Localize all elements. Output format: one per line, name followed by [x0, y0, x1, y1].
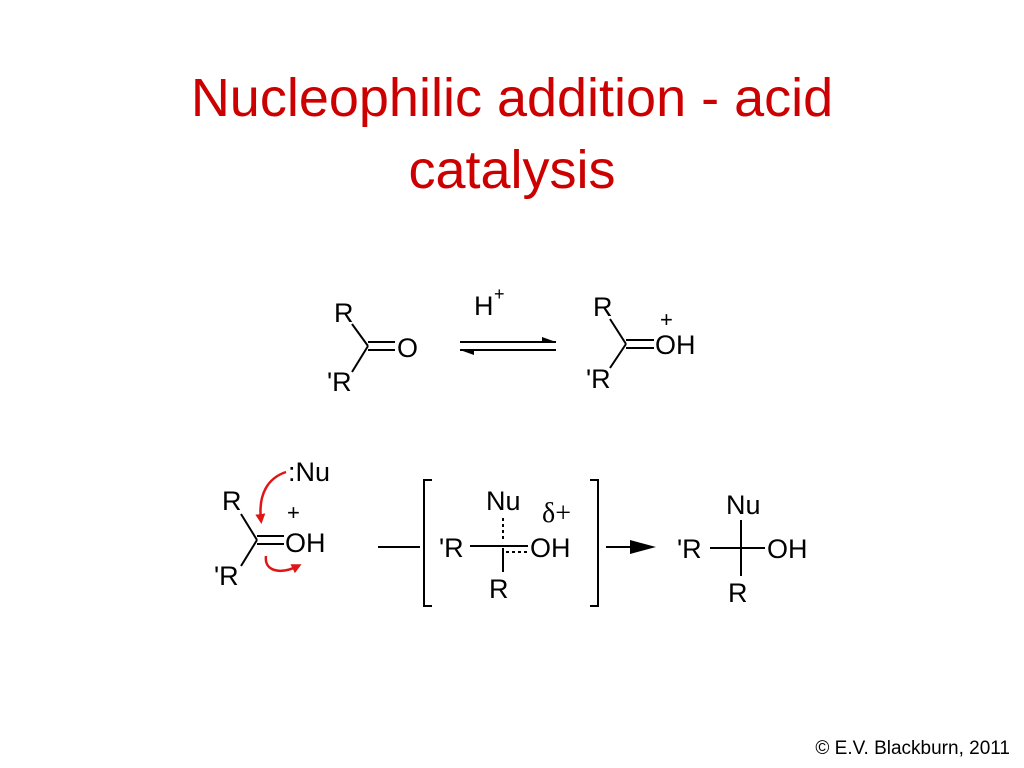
transition-state-bracket: Nu δ+ 'R OH R — [423, 479, 599, 607]
bond-r-prime-c — [609, 343, 627, 369]
bond-r-prime-c — [351, 345, 369, 373]
arrow-head — [630, 540, 656, 554]
oxonium-charge: + — [287, 500, 300, 525]
atom-hydroxyl: OH — [655, 330, 696, 360]
equilibrium-arrows: H + — [460, 284, 556, 355]
nucleophile-label: :Nu — [288, 457, 330, 487]
partial-positive-charge: δ+ — [542, 498, 571, 529]
forward-arrow-head — [542, 337, 556, 342]
curly-arrow-attack — [255, 470, 287, 524]
ketone-structure: R 'R O — [327, 298, 418, 397]
atom-r-top: R — [593, 292, 613, 322]
product-r-prime: 'R — [677, 534, 702, 564]
bond-r-prime-c — [240, 539, 258, 567]
nucleophile-attack-structure: :Nu R + OH 'R — [214, 457, 330, 591]
bond-r-c — [609, 318, 627, 345]
atom-oxygen: O — [397, 333, 418, 363]
product-hydroxyl: OH — [767, 534, 808, 564]
product-r-bottom: R — [728, 578, 748, 608]
atom-r-top: R — [222, 486, 242, 516]
forward-reaction-arrow — [606, 540, 656, 554]
title-line-1: Nucleophilic addition - acid — [190, 68, 834, 128]
right-bracket — [590, 479, 599, 607]
bond-r-c — [351, 323, 369, 347]
proton-label: H — [474, 291, 494, 321]
ts-r-bottom: R — [489, 574, 509, 604]
reverse-arrow-head — [460, 350, 474, 355]
atom-hydroxyl: OH — [285, 528, 326, 558]
ts-r-prime: 'R — [439, 533, 464, 563]
atom-r-prime: 'R — [214, 561, 239, 591]
atom-r-prime: 'R — [586, 364, 611, 394]
slide-title: Nucleophilic addition - acid catalysis — [0, 62, 1024, 206]
oxonium-charge: + — [660, 307, 673, 332]
protonated-ketone-structure: R 'R + OH — [586, 292, 696, 394]
product-nucleophile: Nu — [726, 490, 761, 520]
atom-r-top: R — [334, 298, 354, 328]
title-line-2: catalysis — [408, 140, 616, 200]
bond-r-c — [240, 513, 258, 541]
addition-product-structure: Nu 'R OH R — [677, 490, 808, 608]
ts-hydroxyl: OH — [530, 533, 571, 563]
atom-r-prime: 'R — [327, 367, 352, 397]
ts-nucleophile: Nu — [486, 486, 521, 516]
curly-arrow-electron-shift — [264, 555, 302, 574]
copyright-notice: © E.V. Blackburn, 2011 — [815, 738, 1010, 759]
left-bracket — [423, 479, 432, 607]
proton-charge: + — [494, 284, 505, 304]
